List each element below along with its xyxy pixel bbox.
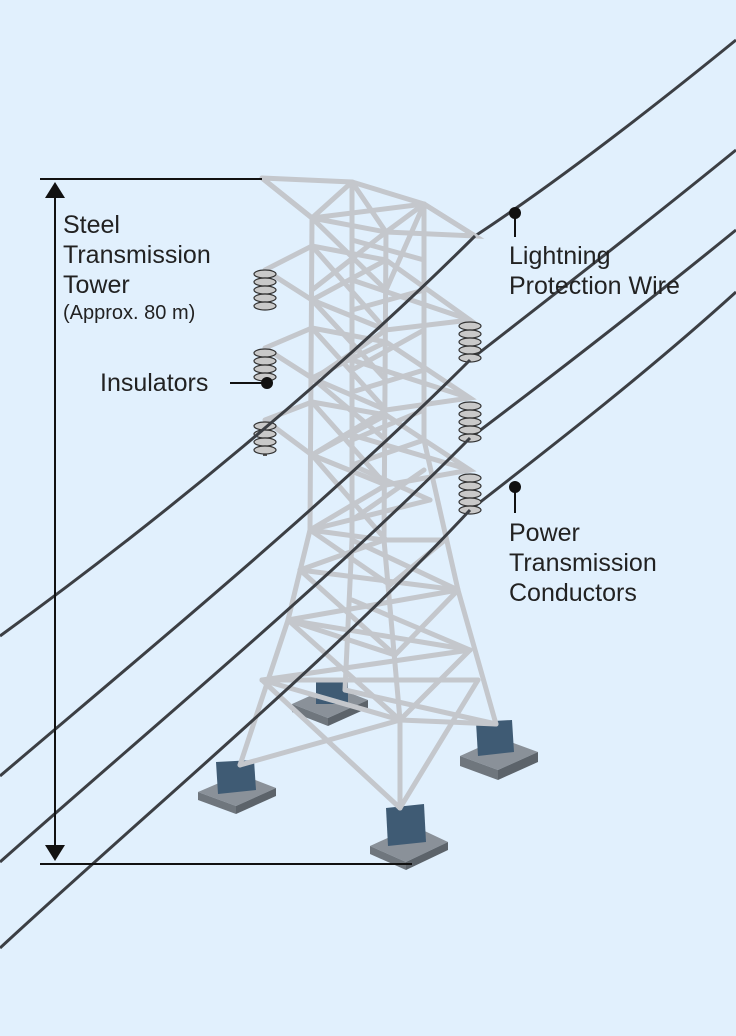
arrow-down-icon [45, 845, 65, 861]
conductor-lower-left [0, 508, 472, 950]
conductor-middle-left [0, 436, 472, 864]
wires-back [469, 38, 736, 512]
footing-front [370, 804, 448, 870]
arrow-up-icon [45, 182, 65, 198]
tower-footings [198, 678, 538, 870]
insulator-right-upper [458, 321, 482, 363]
insulators-label: Insulators [100, 368, 208, 398]
height-dimension [40, 178, 412, 865]
footing-left [198, 760, 276, 814]
wires-front [0, 234, 477, 950]
tower-label-line-3: Tower [63, 271, 130, 299]
leader-lines [230, 207, 521, 513]
conductor-lower-right [469, 290, 736, 512]
tower-label-line-2: Transmission [63, 241, 211, 269]
insulator-right-middle [458, 401, 482, 443]
conductors-marker-dot [509, 481, 521, 493]
conductors-label-line-2: Transmission [509, 549, 657, 577]
tower-label-line-1: Steel [63, 211, 120, 239]
insulator-left-upper [253, 269, 277, 311]
lightning-label-line-2: Protection Wire [509, 272, 680, 300]
lightning-label-line-1: Lightning [509, 242, 611, 270]
lightning-protection-wire-right [474, 38, 736, 238]
tower-height-note: (Approx. 80 m) [63, 302, 196, 324]
footing-right [460, 720, 538, 780]
power-conductors-label: Power Transmission Conductors [509, 518, 657, 608]
insulator-left-middle [253, 348, 277, 382]
tower-label: Steel Transmission Tower (Approx. 80 m) [63, 210, 211, 326]
insulators-marker-dot [261, 377, 273, 389]
insulators-label-text: Insulators [100, 369, 209, 397]
lightning-protection-wire-left [0, 234, 477, 638]
conductor-upper-right [469, 148, 736, 362]
steel-lattice-tower [237, 175, 499, 811]
conductor-upper-left [0, 358, 472, 778]
lightning-wire-marker-dot [509, 207, 521, 219]
lightning-protection-wire-label: Lightning Protection Wire [509, 241, 680, 301]
conductors-label-line-1: Power [509, 519, 580, 547]
insulator-right-lower [458, 473, 482, 515]
conductors-label-line-3: Conductors [509, 579, 637, 607]
conductor-middle-right [469, 228, 736, 440]
